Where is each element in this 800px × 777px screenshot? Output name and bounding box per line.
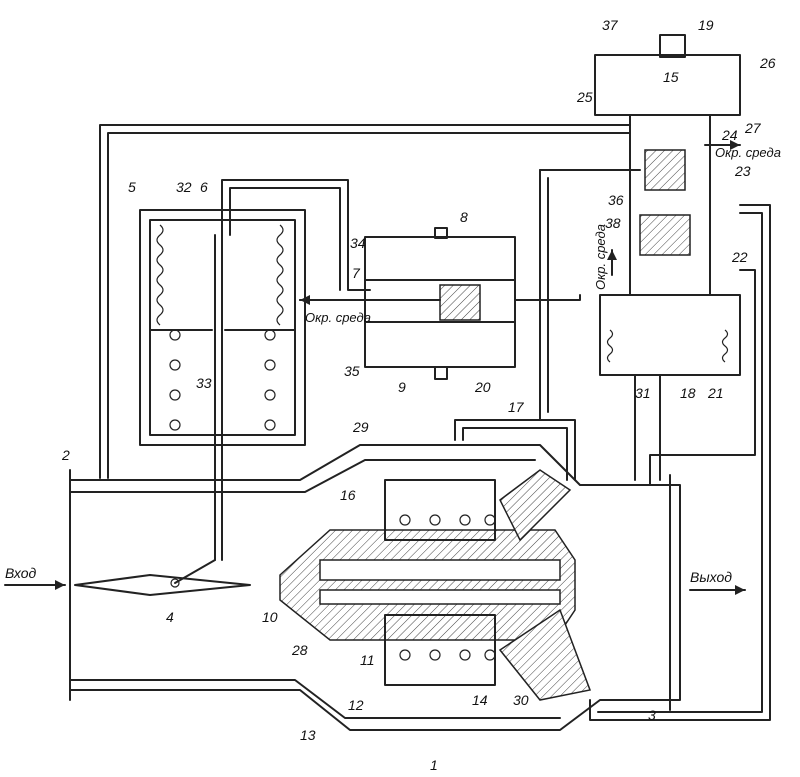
part-18: 18	[680, 385, 696, 401]
part-31: 31	[635, 385, 651, 401]
central-body	[280, 470, 590, 700]
pilot-valve	[300, 228, 515, 379]
part-1: 1	[430, 757, 438, 773]
env-label-left: Окр. среда	[305, 310, 371, 325]
part-10: 10	[262, 609, 278, 625]
part-38: 38	[605, 215, 621, 231]
part-22: 22	[731, 249, 748, 265]
part-15: 15	[663, 69, 679, 85]
env-label-vertical: Окр. среда	[593, 224, 608, 290]
part-19: 19	[698, 17, 714, 33]
part-16: 16	[340, 487, 356, 503]
part-28: 28	[291, 642, 308, 658]
part-5: 5	[128, 179, 136, 195]
part-25: 25	[576, 89, 593, 105]
part-20: 20	[474, 379, 491, 395]
part-35: 35	[344, 363, 360, 379]
part-24: 24	[721, 127, 738, 143]
inlet-label: Вход	[5, 565, 37, 581]
part-11: 11	[360, 652, 375, 668]
part-33: 33	[196, 375, 212, 391]
part-12: 12	[348, 697, 364, 713]
part-14: 14	[472, 692, 488, 708]
part-37: 37	[602, 17, 619, 33]
part-36: 36	[608, 192, 624, 208]
part-30: 30	[513, 692, 529, 708]
part-17: 17	[508, 399, 525, 415]
part-32: 32	[176, 179, 192, 195]
part-8: 8	[460, 209, 468, 225]
part-9: 9	[398, 379, 406, 395]
outlet-label: Выход	[690, 569, 732, 585]
part-27: 27	[744, 120, 762, 136]
part-13: 13	[300, 727, 316, 743]
env-label-right: Окр. среда	[715, 145, 781, 160]
part-number-labels: 1 2 3 4 5 6 7 8 9 10 11 12 13 14 15 16 1…	[61, 17, 776, 773]
part-34: 34	[350, 235, 366, 251]
part-23: 23	[734, 163, 751, 179]
part-26: 26	[759, 55, 776, 71]
part-29: 29	[352, 419, 369, 435]
part-21: 21	[707, 385, 724, 401]
part-2: 2	[61, 447, 70, 463]
part-4: 4	[166, 609, 174, 625]
part-7: 7	[352, 265, 361, 281]
part-3: 3	[648, 707, 656, 723]
part-6: 6	[200, 179, 208, 195]
